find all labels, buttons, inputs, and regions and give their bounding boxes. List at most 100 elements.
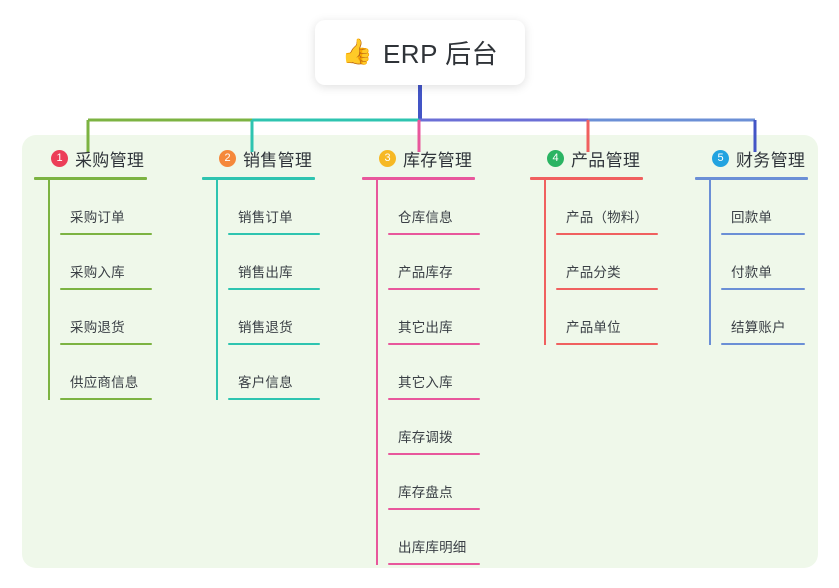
branch-item[interactable]: 库存调拨: [388, 400, 512, 455]
branch-item-list: 采购订单采购入库采购退货供应商信息: [34, 180, 184, 400]
branch-item[interactable]: 销售退货: [228, 290, 352, 345]
root-node[interactable]: 👍 ERP 后台: [315, 20, 525, 85]
branch-item-rule: [388, 233, 480, 235]
branch-item[interactable]: 产品库存: [388, 235, 512, 290]
branch-header-3[interactable]: 3 库存管理: [362, 146, 512, 170]
branch-item-rule: [721, 288, 805, 290]
branch-item[interactable]: 采购订单: [60, 180, 184, 235]
branch-header-2[interactable]: 2 销售管理: [202, 146, 352, 170]
branch-item-rule: [60, 233, 152, 235]
branch-column-5: 5 财务管理回款单付款单结算账户: [695, 146, 839, 345]
branch-item-rule: [228, 343, 320, 345]
branch-number-badge: 2: [219, 149, 236, 167]
branch-item-label: 产品库存: [398, 265, 453, 280]
branch-spine: [376, 180, 378, 565]
branch-item-rule: [388, 398, 480, 400]
branch-item-label: 销售退货: [238, 320, 293, 335]
branch-item-list: 回款单付款单结算账户: [695, 180, 839, 345]
branch-item-rule: [388, 453, 480, 455]
branch-item-rule: [228, 288, 320, 290]
branch-item-label: 采购订单: [70, 210, 125, 225]
branch-item[interactable]: 采购退货: [60, 290, 184, 345]
branch-item[interactable]: 销售订单: [228, 180, 352, 235]
branch-item-label: 库存盘点: [398, 485, 453, 500]
branch-title: 销售管理: [243, 150, 313, 170]
branch-item-rule: [388, 563, 480, 565]
branch-item-label: 供应商信息: [70, 375, 139, 390]
branch-column-4: 4 产品管理产品（物料） 产品分类产品单位: [530, 146, 680, 345]
branch-number-badge: 5: [712, 149, 729, 167]
branch-item-rule: [228, 233, 320, 235]
thumbs-up-icon: 👍: [341, 38, 373, 66]
branch-item-rule: [228, 398, 320, 400]
branch-item-label: 出库库明细: [398, 540, 467, 555]
branch-header-1[interactable]: 1 采购管理: [34, 146, 184, 170]
branch-item-label: 销售出库: [238, 265, 293, 280]
branches-panel: [22, 135, 818, 568]
branch-item-label: 产品分类: [566, 265, 621, 280]
branch-spine: [709, 180, 711, 345]
branch-item[interactable]: 销售出库: [228, 235, 352, 290]
branch-item[interactable]: 出库库明细: [388, 510, 512, 565]
branch-item-rule: [60, 343, 152, 345]
branch-item-rule: [60, 288, 152, 290]
branch-item-rule: [556, 343, 658, 345]
branch-item[interactable]: 产品分类: [556, 235, 680, 290]
branch-header-5[interactable]: 5 财务管理: [695, 146, 839, 170]
branch-column-1: 1 采购管理采购订单采购入库采购退货供应商信息: [34, 146, 184, 400]
branch-item-label: 客户信息: [238, 375, 293, 390]
branch-item[interactable]: 付款单: [721, 235, 839, 290]
branch-item[interactable]: 产品单位: [556, 290, 680, 345]
branch-item-label: 仓库信息: [398, 210, 453, 225]
branch-item-label: 其它入库: [398, 375, 453, 390]
branch-item-rule: [388, 508, 480, 510]
branch-item-label: 回款单: [731, 210, 773, 225]
branch-header-rule: [34, 177, 147, 180]
branch-spine: [216, 180, 218, 400]
branch-number-badge: 1: [51, 149, 68, 167]
branch-item-rule: [556, 233, 658, 235]
branch-item-rule: [60, 398, 152, 400]
branch-item-label: 采购退货: [70, 320, 125, 335]
branch-number-badge: 4: [547, 149, 564, 167]
branch-item[interactable]: 其它入库: [388, 345, 512, 400]
branch-item-rule: [721, 233, 805, 235]
branch-title: 采购管理: [75, 150, 145, 170]
branch-item-label: 销售订单: [238, 210, 293, 225]
branch-item[interactable]: 客户信息: [228, 345, 352, 400]
branch-item-label: 付款单: [731, 265, 773, 280]
branch-header-4[interactable]: 4 产品管理: [530, 146, 680, 170]
branch-item-list: 仓库信息产品库存其它出库其它入库库存调拨库存盘点出库库明细: [362, 180, 512, 565]
branch-item-list: 产品（物料） 产品分类产品单位: [530, 180, 680, 345]
branch-header-rule: [202, 177, 315, 180]
branch-title: 产品管理: [571, 150, 641, 170]
branch-number-badge: 3: [379, 149, 396, 167]
branch-title: 库存管理: [403, 150, 473, 170]
branch-item[interactable]: 结算账户: [721, 290, 839, 345]
branch-item[interactable]: 回款单: [721, 180, 839, 235]
branch-item-label: 采购入库: [70, 265, 125, 280]
branch-spine: [544, 180, 546, 345]
branch-item-rule: [721, 343, 805, 345]
branch-item-label: 其它出库: [398, 320, 453, 335]
branch-item-rule: [556, 288, 658, 290]
branch-header-rule: [695, 177, 808, 180]
branch-item-label: 结算账户: [731, 320, 786, 335]
branch-item-rule: [388, 343, 480, 345]
branch-item-label: 库存调拨: [398, 430, 453, 445]
branch-item[interactable]: 仓库信息: [388, 180, 512, 235]
branch-item-label: 产品（物料）: [566, 210, 649, 225]
branch-item-label: 产品单位: [566, 320, 621, 335]
branch-item[interactable]: 采购入库: [60, 235, 184, 290]
branch-title: 财务管理: [736, 150, 806, 170]
branch-item[interactable]: 产品（物料）: [556, 180, 680, 235]
branch-spine: [48, 180, 50, 400]
branch-item[interactable]: 库存盘点: [388, 455, 512, 510]
branch-item[interactable]: 供应商信息: [60, 345, 184, 400]
branch-header-rule: [362, 177, 475, 180]
branch-item[interactable]: 其它出库: [388, 290, 512, 345]
root-label: ERP 后台: [382, 39, 499, 69]
branch-column-3: 3 库存管理仓库信息产品库存其它出库其它入库库存调拨库存盘点出库库明细: [362, 146, 512, 565]
